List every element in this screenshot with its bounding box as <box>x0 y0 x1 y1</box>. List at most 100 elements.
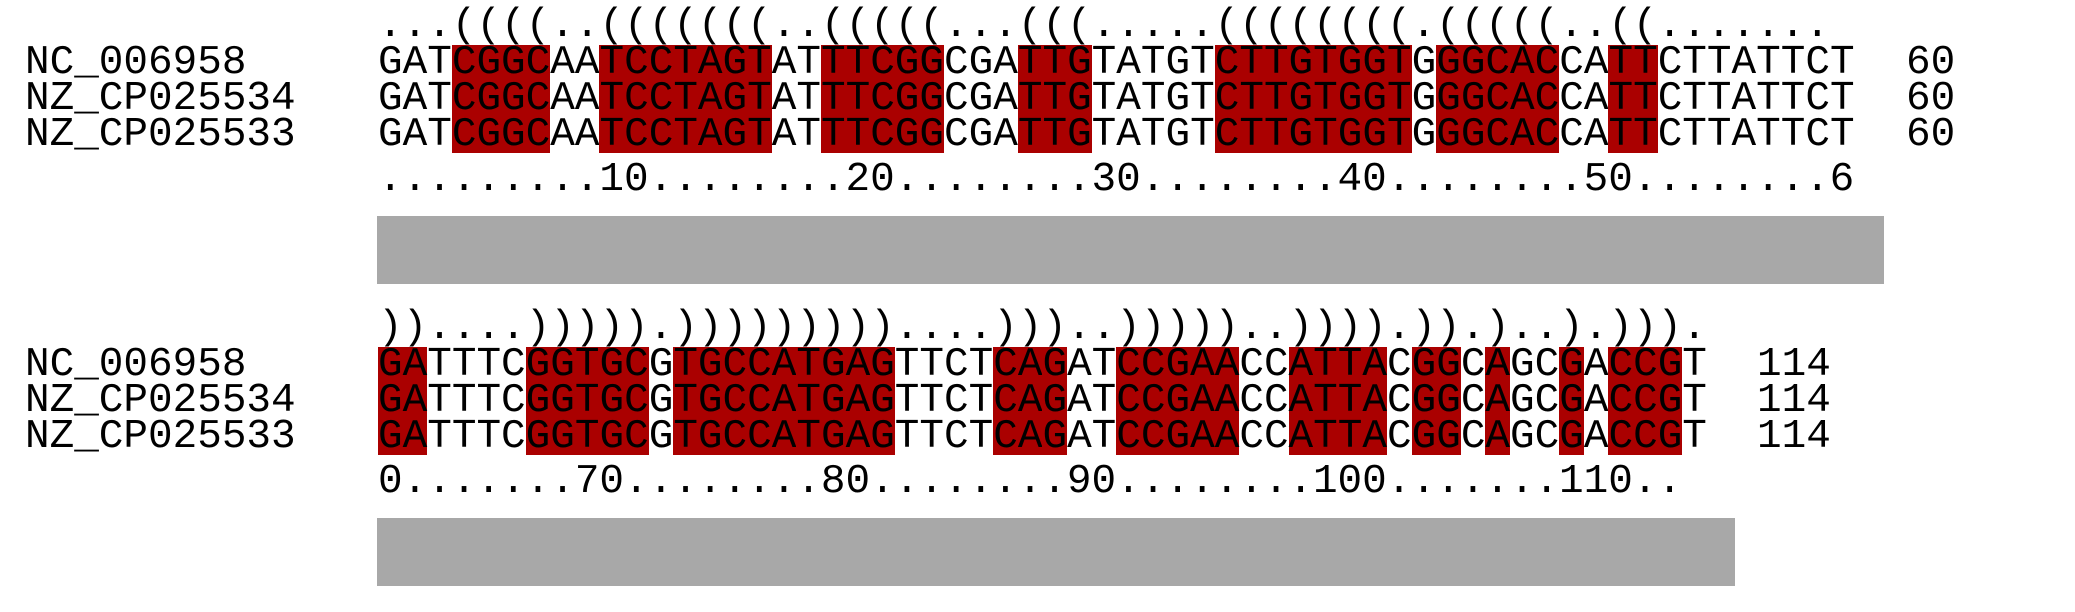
residue: T <box>1042 112 1068 158</box>
sequence-residues: GATCGGCAATCCTAGTATTTCGGCGATTGTATGTCTTGTG… <box>378 40 1855 86</box>
residue: C <box>1386 342 1412 388</box>
residue: C <box>1608 414 1634 460</box>
sequence-name: NZ_CP025534 <box>25 76 296 122</box>
residue: C <box>624 76 649 122</box>
residue: T <box>1091 378 1117 424</box>
residue: A <box>1583 40 1609 86</box>
residue: C <box>1214 112 1240 158</box>
residue: C <box>944 378 969 424</box>
residue: T <box>1608 112 1634 158</box>
residue: A <box>1362 414 1387 460</box>
residue: C <box>648 76 674 122</box>
structure-line: ))....))))).)))))))))....)))..)))))..)))… <box>378 305 1707 351</box>
residue: C <box>1657 76 1683 122</box>
residue: A <box>1288 378 1314 424</box>
sequence-name: NZ_CP025533 <box>25 414 296 460</box>
residue: T <box>1608 40 1634 86</box>
residue: T <box>599 76 625 122</box>
residue: T <box>1706 40 1732 86</box>
residue: G <box>1657 414 1683 460</box>
residue: A <box>1214 378 1240 424</box>
residue: G <box>894 76 920 122</box>
residue: C <box>501 378 526 424</box>
residue: C <box>1263 342 1289 388</box>
residue: A <box>1485 342 1511 388</box>
residue: C <box>1386 378 1412 424</box>
residue: G <box>722 76 748 122</box>
residue: G <box>1411 414 1437 460</box>
residue: A <box>845 342 871 388</box>
residue: T <box>894 342 920 388</box>
residue: C <box>1534 342 1560 388</box>
residue: T <box>1780 40 1806 86</box>
residue: C <box>1805 40 1830 86</box>
residue: C <box>722 414 748 460</box>
residue: C <box>944 342 969 388</box>
structure-line: ...((((..(((((((..(((((...(((.....((((((… <box>378 3 1830 49</box>
residue: C <box>525 76 551 122</box>
residue: T <box>1608 76 1634 122</box>
residue: T <box>820 40 846 86</box>
residue: C <box>1657 40 1683 86</box>
residue: C <box>993 342 1018 388</box>
residue: G <box>1436 76 1461 122</box>
residue: G <box>1165 342 1191 388</box>
residue: T <box>1633 40 1658 86</box>
residue: T <box>1140 112 1166 158</box>
residue: G <box>1411 112 1437 158</box>
residue: G <box>1411 40 1437 86</box>
residue: G <box>1436 342 1461 388</box>
residue: G <box>648 378 674 424</box>
residue: G <box>1510 378 1535 424</box>
residue: C <box>1534 112 1560 158</box>
residue: A <box>402 342 428 388</box>
residue: C <box>1633 342 1658 388</box>
residue: G <box>599 414 625 460</box>
residue: T <box>968 342 994 388</box>
residue: T <box>427 76 452 122</box>
residue: G <box>550 414 575 460</box>
residue: C <box>1460 342 1486 388</box>
residue: T <box>451 414 477 460</box>
residue: T <box>1017 76 1043 122</box>
residue: G <box>1657 378 1683 424</box>
residue: C <box>1214 76 1240 122</box>
residue: T <box>1042 76 1068 122</box>
residue: T <box>1682 112 1707 158</box>
residue: T <box>574 414 600 460</box>
residue: T <box>1263 112 1289 158</box>
residue: G <box>697 414 723 460</box>
residue: G <box>1510 414 1535 460</box>
residue: T <box>1091 40 1117 86</box>
residue: C <box>747 414 772 460</box>
residue: T <box>919 414 945 460</box>
residue: C <box>944 76 969 122</box>
residue: T <box>673 112 698 158</box>
sequence-residues: GATCGGCAATCCTAGTATTTCGGCGATTGTATGTCTTGTG… <box>378 76 1855 122</box>
residue: A <box>1288 342 1314 388</box>
residue: A <box>993 40 1018 86</box>
residue: C <box>1239 414 1264 460</box>
residue: A <box>1583 414 1609 460</box>
residue: T <box>1386 40 1412 86</box>
residue: G <box>1510 342 1535 388</box>
residue: T <box>1756 40 1781 86</box>
residue: C <box>624 112 649 158</box>
residue: T <box>673 342 698 388</box>
residue: T <box>427 112 452 158</box>
residue: G <box>1337 76 1363 122</box>
residue: A <box>1288 414 1314 460</box>
residue: C <box>870 40 895 86</box>
residue: C <box>944 40 969 86</box>
residue: T <box>1337 342 1363 388</box>
residue: G <box>501 76 526 122</box>
sequence-residues: GATTTCGGTGCGTGCCATGAGTTCTCAGATCCGAACCATT… <box>378 342 1707 388</box>
residue: G <box>1042 342 1068 388</box>
residue: T <box>796 76 821 122</box>
residue: C <box>1485 76 1511 122</box>
residue: G <box>476 76 502 122</box>
residue: G <box>697 342 723 388</box>
residue: C <box>1633 414 1658 460</box>
residue: T <box>1091 112 1117 158</box>
residue: G <box>919 76 945 122</box>
